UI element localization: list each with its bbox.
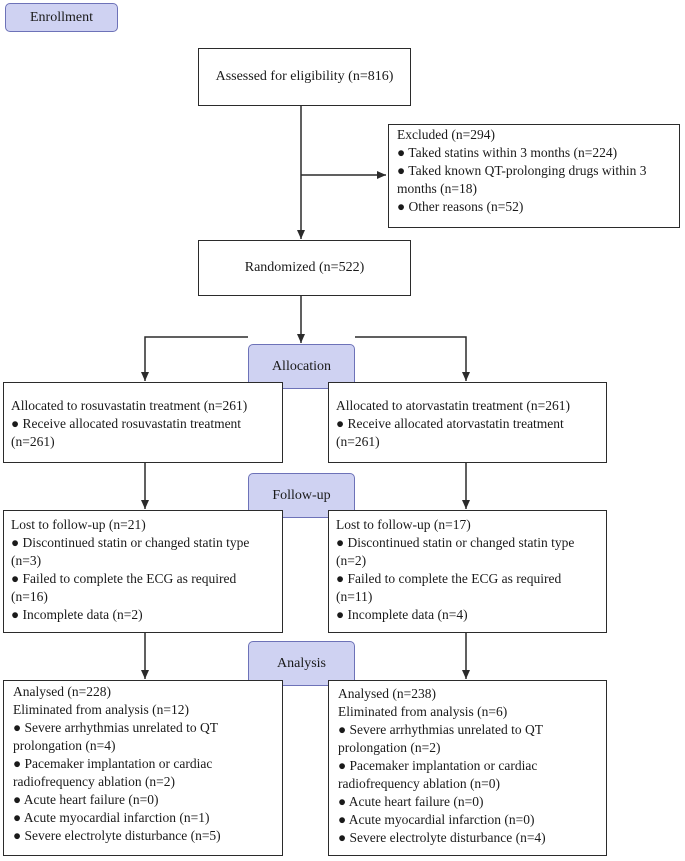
left-followup-title: Lost to follow-up (n=21) (11, 517, 146, 532)
left-analysis-item: ● Acute heart failure (n=0) (13, 792, 159, 807)
stage-allocation: Allocation (248, 344, 355, 389)
excluded-item: ● Other reasons (n=52) (397, 199, 524, 214)
right-allocation-detail: ● Receive allocated atorvastatin treatme… (336, 416, 564, 449)
right-followup-item: ● Incomplete data (n=4) (336, 607, 468, 622)
left-analysis-item: ● Acute myocardial infarction (n=1) (13, 810, 210, 825)
left-followup-item: ● Incomplete data (n=2) (11, 607, 143, 622)
excluded-item: ● Taked statins within 3 months (n=224) (397, 145, 618, 160)
left-allocation-box: Allocated to rosuvastatin treatment (n=2… (3, 382, 283, 463)
stage-enrollment: Enrollment (5, 3, 118, 32)
right-followup-title: Lost to follow-up (n=17) (336, 517, 471, 532)
right-allocation-title: Allocated to atorvastatin treatment (n=2… (336, 398, 571, 413)
excluded-item: ● Taked known QT-prolonging drugs within… (397, 163, 647, 196)
connector-split-right (355, 336, 470, 381)
stage-analysis: Analysis (248, 641, 355, 686)
right-followup-item: ● Failed to complete the ECG as required… (336, 571, 562, 604)
left-analysis-box: Analysed (n=228) Eliminated from analysi… (3, 680, 283, 856)
randomized-box: Randomized (n=522) (198, 240, 411, 296)
left-analysis-item: ● Severe electrolyte disturbance (n=5) (13, 828, 221, 843)
left-analysis-item: ● Pacemaker implantation or cardiac radi… (13, 756, 213, 789)
left-allocation-title: Allocated to rosuvastatin treatment (n=2… (11, 398, 248, 413)
right-followup-box: Lost to follow-up (n=17) ● Discontinued … (328, 510, 607, 633)
right-analysis-item: ● Severe electrolyte disturbance (n=4) (338, 830, 546, 845)
right-analysis-item: ● Acute heart failure (n=0) (338, 794, 484, 809)
left-analysis-item: ● Severe arrhythmias unrelated to QT pro… (13, 720, 218, 753)
assessed-label: Assessed for eligibility (n=816) (215, 69, 394, 84)
assessed-box: Assessed for eligibility (n=816) (198, 48, 411, 106)
right-followup-item: ● Discontinued statin or changed statin … (336, 535, 575, 568)
right-analysis-item: ● Acute myocardial infarction (n=0) (338, 812, 535, 827)
right-analysis-box: Analysed (n=238) Eliminated from analysi… (328, 680, 607, 856)
left-allocation-detail: ● Receive allocated rosuvastatin treatme… (11, 416, 242, 449)
right-analysis-item: ● Pacemaker implantation or cardiac radi… (338, 758, 538, 791)
left-eliminated: Eliminated from analysis (n=12) (13, 702, 189, 717)
right-analysis-item: ● Severe arrhythmias unrelated to QT pro… (338, 722, 543, 755)
right-eliminated: Eliminated from analysis (n=6) (338, 704, 508, 719)
left-followup-box: Lost to follow-up (n=21) ● Discontinued … (3, 510, 283, 633)
excluded-box: Excluded (n=294) ● Taked statins within … (388, 124, 680, 228)
left-followup-item: ● Discontinued statin or changed statin … (11, 535, 250, 568)
right-analysed: Analysed (n=238) (338, 686, 436, 701)
excluded-title: Excluded (n=294) (397, 127, 495, 142)
left-followup-item: ● Failed to complete the ECG as required… (11, 571, 237, 604)
right-allocation-box: Allocated to atorvastatin treatment (n=2… (328, 382, 607, 463)
randomized-label: Randomized (n=522) (244, 260, 365, 275)
connector-split-left (141, 336, 248, 381)
left-analysed: Analysed (n=228) (13, 684, 111, 699)
